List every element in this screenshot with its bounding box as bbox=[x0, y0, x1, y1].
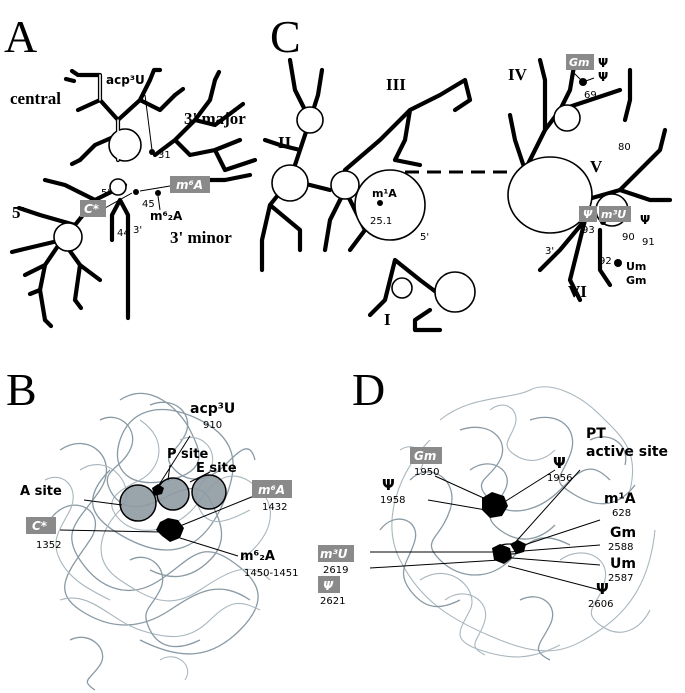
badge-m6a bbox=[170, 176, 210, 193]
label-d-psi-2606: Ψ bbox=[596, 580, 609, 598]
num-44: 44 bbox=[117, 228, 130, 239]
num-69: 69 bbox=[584, 90, 597, 101]
num-628: 628 bbox=[612, 508, 631, 519]
panel-a: A central 3' major bbox=[4, 11, 258, 329]
num-910: 910 bbox=[203, 420, 222, 431]
num-c-3prime: 3' bbox=[545, 246, 554, 257]
num-1956: 1956 bbox=[547, 473, 572, 484]
label-3prime-minor: 3' minor bbox=[170, 228, 232, 247]
num-2621: 2621 bbox=[320, 596, 345, 607]
label-d-gm-box: Gm bbox=[414, 449, 436, 463]
label-d-psi-1956: Ψ bbox=[553, 454, 566, 472]
label-c-gm-2: Gm bbox=[626, 274, 647, 287]
label-d-gm: Gm bbox=[610, 525, 636, 541]
num-1450-1451: 1450-1451 bbox=[244, 568, 299, 579]
label-b-acp3u: acp³U bbox=[190, 401, 235, 417]
num-93: 93 bbox=[582, 225, 595, 236]
label-b-m62a: m⁶₂A bbox=[240, 549, 275, 564]
num-91: 91 bbox=[642, 237, 655, 248]
num-2587: 2587 bbox=[608, 573, 633, 584]
panel-d-letter: D bbox=[352, 364, 385, 415]
label-p-site: P site bbox=[167, 447, 208, 462]
label-3prime-major: 3' major bbox=[184, 109, 246, 128]
label-a-site: A site bbox=[20, 484, 62, 499]
loop-junction bbox=[109, 178, 127, 196]
panel-b: B acp³U 910 P site E s bbox=[6, 364, 299, 691]
label-5prime: 5' bbox=[12, 203, 25, 222]
label-domain-vi: VI bbox=[568, 282, 587, 301]
panel-a-letter: A bbox=[4, 11, 37, 62]
ribosome-50s-structure bbox=[379, 386, 656, 661]
label-domain-iii: III bbox=[386, 75, 406, 94]
label-cstar: C* bbox=[84, 202, 100, 216]
label-d-m1a: m¹A bbox=[604, 491, 636, 507]
panel-c-letter: C bbox=[270, 11, 301, 62]
num-2588: 2588 bbox=[608, 542, 633, 553]
num-1950: 1950 bbox=[414, 467, 439, 478]
num-c-5prime: 5' bbox=[420, 232, 429, 243]
panel-d: D Gm 195 bbox=[318, 364, 668, 661]
rna-secondary-structure-23s bbox=[259, 57, 673, 333]
label-c-um: Um bbox=[626, 260, 646, 273]
num-3prime-small: 3' bbox=[133, 225, 142, 236]
label-c-psi-1: Ψ bbox=[598, 56, 608, 70]
label-c-m3u: m³U bbox=[601, 208, 626, 221]
label-d-psi-1958: Ψ bbox=[382, 476, 395, 494]
label-m62a: m⁶₂A bbox=[150, 209, 183, 223]
label-m6a: m⁶A bbox=[176, 178, 203, 192]
panel-b-letter: B bbox=[6, 364, 37, 415]
num-90: 90 bbox=[622, 232, 635, 243]
label-c-psi-3: Ψ bbox=[640, 213, 650, 227]
e-site-circle bbox=[191, 474, 227, 510]
label-e-site: E site bbox=[196, 461, 237, 476]
label-domain-ii: II bbox=[278, 133, 292, 152]
label-b-cstar: C* bbox=[32, 519, 48, 533]
label-b-m6a: m⁶A bbox=[258, 483, 285, 497]
num-31: 31 bbox=[158, 150, 171, 161]
num-1432: 1432 bbox=[262, 502, 287, 513]
num-2619: 2619 bbox=[323, 565, 348, 576]
loop-5prime bbox=[53, 222, 83, 252]
label-acp3u: acp³U bbox=[106, 73, 145, 87]
num-80: 80 bbox=[618, 142, 631, 153]
num-92: 92 bbox=[599, 256, 612, 267]
badge-cstar bbox=[80, 200, 106, 217]
label-d-pt: PT bbox=[586, 426, 606, 442]
label-c-psi-2: Ψ bbox=[598, 70, 608, 84]
loop-central bbox=[108, 128, 142, 162]
label-domain-iv: IV bbox=[508, 65, 528, 84]
num-1352: 1352 bbox=[36, 540, 61, 551]
pt-active-site-ring bbox=[495, 543, 525, 555]
ribosome-30s-structure bbox=[44, 392, 271, 691]
num-5prime-small: 5' bbox=[101, 188, 110, 199]
num-45: 45 bbox=[142, 199, 155, 210]
num-25-1: 25.1 bbox=[370, 216, 392, 227]
label-c-gm: Gm bbox=[569, 56, 590, 69]
num-1958: 1958 bbox=[380, 495, 405, 506]
num-2606: 2606 bbox=[588, 599, 613, 610]
label-domain-i: I bbox=[384, 310, 391, 329]
label-central: central bbox=[10, 89, 61, 108]
panel-c: C bbox=[259, 11, 673, 333]
label-c-m1a: m¹A bbox=[372, 187, 397, 200]
label-d-m3u-box: m³U bbox=[320, 547, 348, 561]
rna-secondary-structure-16s bbox=[9, 67, 258, 329]
label-d-um: Um bbox=[610, 556, 636, 572]
label-d-psi-box: Ψ bbox=[323, 579, 334, 593]
label-domain-v: V bbox=[590, 157, 603, 176]
label-d-active-site: active site bbox=[586, 444, 668, 460]
label-c-psi-box: Ψ bbox=[583, 208, 593, 221]
a-site-circle bbox=[119, 484, 157, 522]
